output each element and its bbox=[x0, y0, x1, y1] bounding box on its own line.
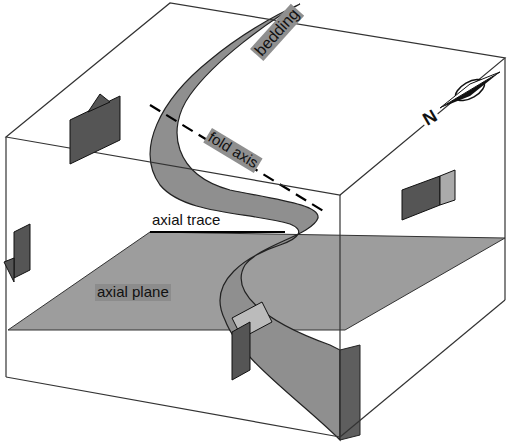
bedding-surface bbox=[150, 4, 340, 440]
axial-trace-label: axial trace bbox=[150, 212, 222, 229]
axial-trace-line bbox=[150, 231, 285, 233]
axial-plane-label: axial plane bbox=[95, 284, 171, 301]
fold-axis-label: fold axis bbox=[204, 128, 263, 173]
north-arrow bbox=[440, 72, 500, 108]
block-outline bbox=[6, 3, 505, 437]
bedding-front-face bbox=[340, 345, 360, 440]
bedding-label: bedding bbox=[250, 4, 304, 61]
fold-axis-line bbox=[150, 105, 325, 212]
orientation-symbols bbox=[4, 94, 455, 380]
